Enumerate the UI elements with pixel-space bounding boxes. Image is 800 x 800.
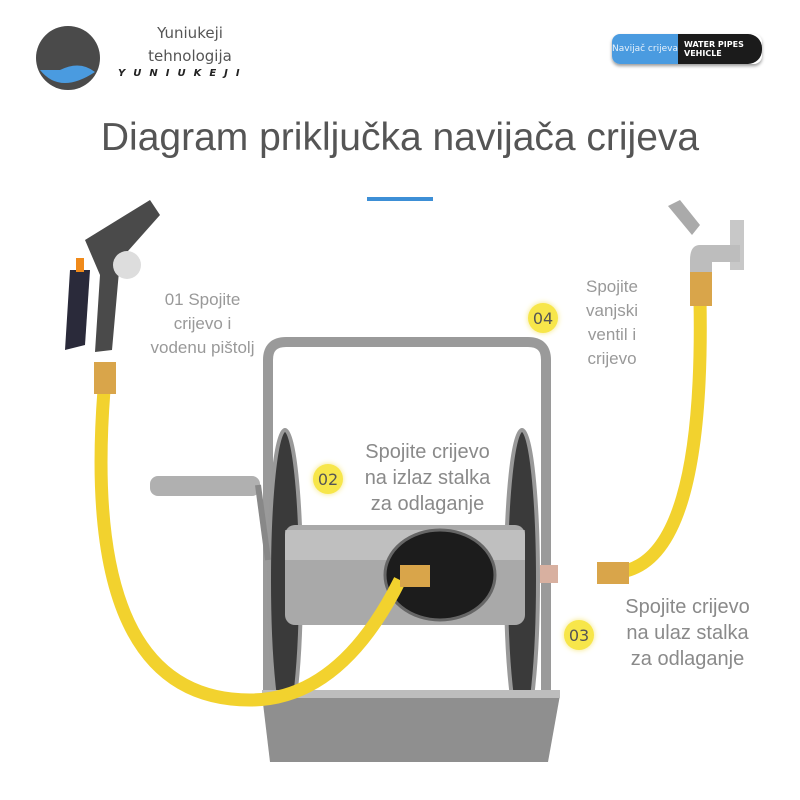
step-02-line: na izlaz stalka [364,467,491,489]
step-04-line: Spojite [586,277,638,296]
brand-logo [36,26,100,90]
brand-wordmark: YUNIUKEJI [118,68,248,79]
step-02-line: Spojite crijevo [365,441,490,463]
reel-inlet-fitting [540,565,558,583]
brand-name-line2: tehnologija [148,47,232,65]
brand-name-line1: Yuniukeji [157,24,223,42]
hose-gun-to-reel [94,389,406,707]
badge-right: WATER PIPES VEHICLE [678,34,762,64]
brass-connector-inlet [597,562,629,584]
step-03-line: na ulaz stalka [626,622,749,644]
step-04-label: Spojite vanjski ventil i crijevo [572,275,652,371]
category-badge: Navijač crijeva WATER PIPES VEHICLE [612,34,762,64]
brass-connector-tap [690,270,712,306]
title-underline [367,197,433,201]
page-title: Diagram priključka navijača crijeva [100,116,700,159]
step-03-line: za odlaganje [630,648,745,670]
spray-gun-icon [65,200,160,352]
step-04-badge: 04 [528,303,558,333]
badge-left: Navijač crijeva [612,34,678,64]
step-02-badge: 02 [313,464,343,494]
step-04-line: crijevo [587,349,637,368]
step-02-line: za odlaganje [370,493,485,515]
step-03-badge: 03 [564,620,594,650]
step-01-line: vodenu pištolj [150,338,255,357]
hose-tap-to-reel [618,299,707,579]
step-02-label: Spojite crijevo na izlaz stalka za odlag… [345,439,510,517]
step-04-line: ventil i [587,325,637,344]
faucet-icon [668,200,744,272]
badge-right-line2: VEHICLE [684,49,722,58]
brass-connector-outlet [400,565,430,587]
brass-connector-gun [94,362,116,394]
step-03-label: Spojite crijevo na ulaz stalka za odlaga… [605,594,770,672]
step-01-line: crijevo i [173,314,232,333]
step-04-line: vanjski [586,301,638,320]
badge-right-line1: WATER PIPES [684,40,744,49]
step-03-line: Spojite crijevo [625,596,750,618]
step-01-label: 01 Spojite crijevo i vodenu pištolj [130,288,275,360]
brand-name: Yuniukeji tehnologija [135,22,245,68]
step-01-line: 01 Spojite [164,290,241,309]
